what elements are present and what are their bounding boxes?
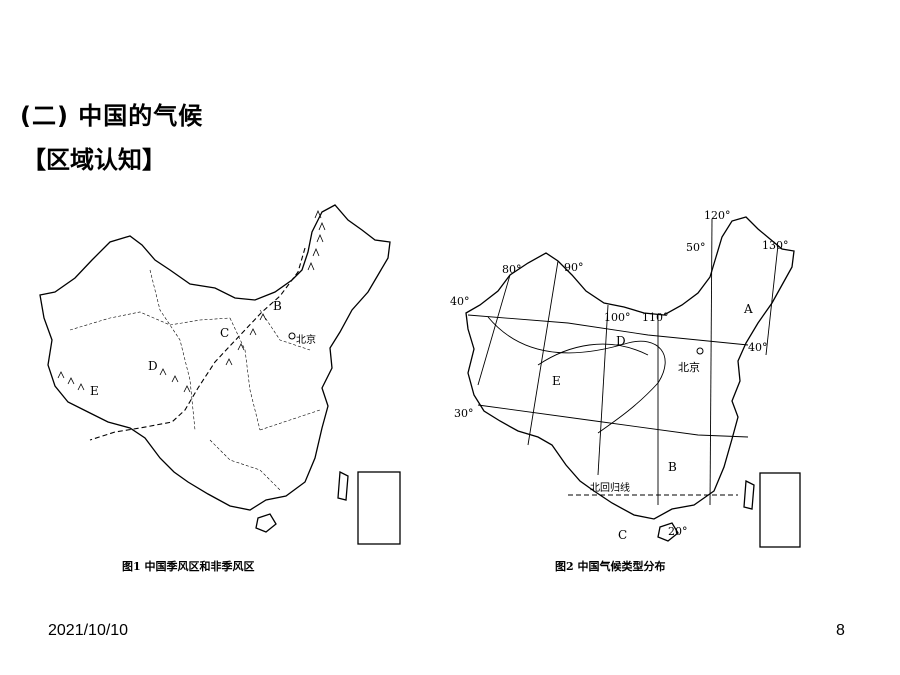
map2-lon-130: 130° xyxy=(762,239,789,252)
map1-caption: 图1 中国季风区和非季风区 xyxy=(122,560,255,573)
map2-lon-100: 100° xyxy=(604,311,631,324)
south-sea-inset xyxy=(759,472,801,548)
hainan-island xyxy=(255,513,277,533)
map2-tropic-label: 北回归线 xyxy=(590,481,630,494)
china-outline xyxy=(39,204,391,511)
climate-boundary xyxy=(487,316,666,434)
slide-subtitle: 【区域认知】 xyxy=(22,146,166,174)
map2-lat-50: 50° xyxy=(686,241,706,254)
map2-lon-90: 90° xyxy=(564,261,584,274)
climate-map: 80° 90° 100° 110° 120° 130° 50° 40° 40° … xyxy=(448,205,803,555)
page-number: 8 xyxy=(836,622,845,639)
monsoon-map-svg: B C D E 北京 xyxy=(39,204,401,545)
footer-date: 2021/10/10 xyxy=(48,622,129,639)
climate-boundary-2 xyxy=(537,343,649,366)
meridian-90 xyxy=(527,260,559,446)
map2-label-e: E xyxy=(552,374,561,388)
hainan-island xyxy=(657,522,679,542)
map2-label-d: D xyxy=(616,334,626,348)
meridian-130 xyxy=(765,244,779,356)
map2-caption: 图2 中国气候类型分布 xyxy=(555,560,666,573)
map2-lon-110: 110° xyxy=(642,311,669,324)
map1-label-d: D xyxy=(148,359,158,373)
map2-label-a: A xyxy=(743,302,753,316)
map2-city-beijing: 北京 xyxy=(678,360,700,374)
map2-lat-40-east: 40° xyxy=(748,341,768,354)
beijing-marker xyxy=(696,347,704,355)
map2-lat-20: 20° xyxy=(668,525,688,538)
map1-city-beijing: 北京 xyxy=(296,333,316,346)
map1-label-b: B xyxy=(273,299,282,313)
parallel-30 xyxy=(477,404,749,438)
map1-label-e: E xyxy=(90,384,99,398)
beijing-marker xyxy=(288,332,296,340)
taiwan-island xyxy=(743,479,755,510)
taiwan-island xyxy=(337,470,349,501)
climate-map-svg: 80° 90° 100° 110° 120° 130° 50° 40° 40° … xyxy=(450,209,801,548)
map2-lon-80: 80° xyxy=(502,263,522,276)
china-outline xyxy=(465,216,795,520)
map2-label-c: C xyxy=(618,528,627,542)
monsoon-boundary xyxy=(89,247,306,441)
monsoon-map: B C D E 北京 xyxy=(30,200,415,555)
meridian-80 xyxy=(477,274,511,386)
map2-lat-30: 30° xyxy=(454,407,474,420)
parallel-40 xyxy=(467,314,749,346)
map2-lat-40-west: 40° xyxy=(450,295,470,308)
meridian-120 xyxy=(709,218,713,506)
meridian-100 xyxy=(597,304,609,476)
map1-label-c: C xyxy=(220,326,229,340)
map2-label-b: B xyxy=(668,460,677,474)
map2-lon-120: 120° xyxy=(704,209,731,222)
slide-title: (二) 中国的气候 xyxy=(20,102,204,130)
south-sea-inset xyxy=(357,471,401,545)
